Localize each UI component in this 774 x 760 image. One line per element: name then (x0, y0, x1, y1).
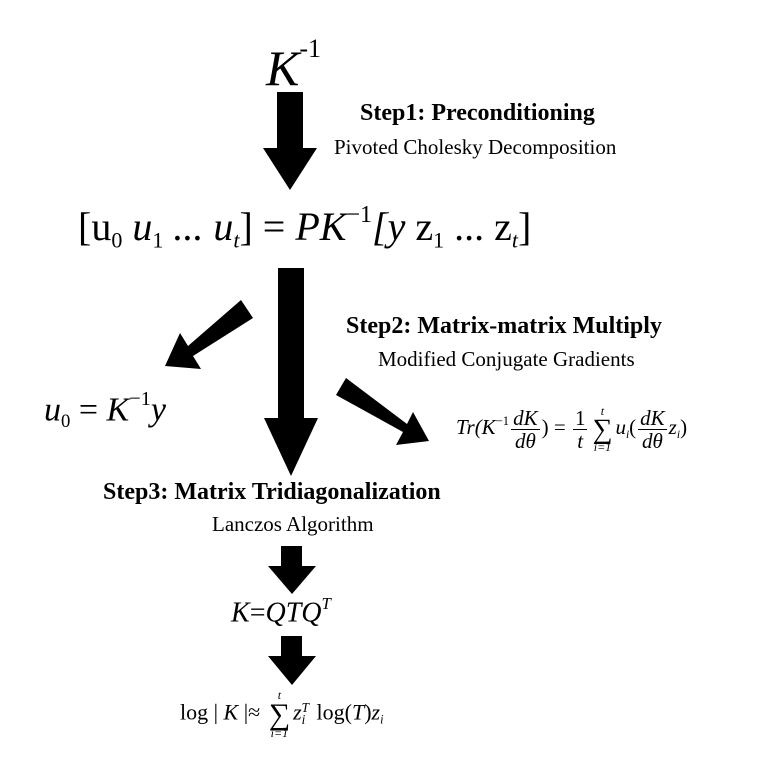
precond-rhs-y: [y (372, 204, 406, 249)
logdet-close-paren: ) (364, 699, 372, 725)
precond-rhs-exp: −1 (346, 202, 373, 228)
trace-sum-top: t (600, 404, 605, 418)
qtq-equation: K=QTQT (231, 594, 331, 630)
trace-close-paren: ) (680, 415, 688, 440)
logdet-sum-top: t (277, 688, 282, 702)
trace-dk2-den: dθ (642, 428, 663, 453)
u0-equals: = (70, 391, 107, 429)
logdet-log: log | (180, 699, 224, 725)
trace-z: z (668, 415, 677, 440)
precond-equation: [u0 u1 ... ut] = PK−1[y z1 ... zt] (78, 202, 531, 254)
logdet-z-sub: i (301, 712, 306, 728)
trace-one: 1 (572, 405, 588, 430)
precond-rhs-z1: z (405, 204, 434, 249)
top-formula-base: K (266, 40, 300, 96)
logdet-sum-bottom: i=1 (270, 725, 289, 740)
trace-u: u (615, 415, 626, 440)
u0-rhs-k: K (106, 391, 130, 429)
precond-lhs-u1-sub: 1 (152, 227, 164, 253)
logdet-k: K (223, 699, 239, 725)
trace-t: t (577, 428, 584, 453)
logdet-t: T (351, 699, 365, 725)
precond-rhs-zt-sub: t (511, 227, 518, 253)
precond-lhs-ut-sub: t (233, 227, 240, 253)
u0-rhs-y: y (150, 391, 167, 429)
trace-open-paren: ( (629, 415, 637, 440)
step3-subtitle: Lanczos Algorithm (212, 512, 374, 536)
logdet-log-t: log( (311, 699, 352, 725)
qtq-lhs: K (231, 597, 250, 629)
precond-lhs-u0-sub: 0 (111, 227, 123, 253)
logdet-z: z (293, 699, 302, 725)
precond-equals: = (252, 204, 296, 249)
step2-subtitle: Modified Conjugate Gradients (378, 347, 635, 371)
precond-lhs-ut: ... u (163, 204, 234, 249)
trace-dk-num: dK (511, 405, 540, 430)
trace-tr-exp: −1 (495, 413, 510, 428)
arrow-step1 (263, 92, 317, 190)
step2-title: Step2: Matrix-matrix Multiply (346, 313, 662, 339)
precond-rhs-z1-sub: 1 (433, 227, 445, 253)
step1-subtitle: Pivoted Cholesky Decomposition (334, 135, 617, 159)
arrow-to-u0 (165, 300, 253, 369)
arrow-to-qtq (268, 546, 316, 594)
logdet-approx: |≈ (238, 699, 266, 725)
precond-rhs-zt: ... z (444, 204, 512, 249)
arrow-to-trace (336, 378, 429, 445)
logdet-z2: z (371, 699, 381, 725)
arrow-to-logdet (268, 636, 316, 685)
trace-u-sub: i (625, 429, 630, 442)
trace-tr: Tr(K (456, 415, 496, 440)
arrow-step3 (264, 268, 318, 476)
trace-dk2-num: dK (638, 405, 667, 430)
precond-lhs-u0: [u (78, 204, 112, 249)
qtq-rhs: QTQ (265, 597, 322, 629)
trace-sum-sigma: ∑ (592, 413, 613, 445)
logdet-z-exp: T (301, 700, 309, 716)
step1-title: Step1: Preconditioning (360, 100, 595, 126)
top-formula-exp: -1 (299, 34, 322, 63)
precond-lhs-close: ] (239, 204, 253, 249)
step3-title: Step3: Matrix Tridiagonalization (103, 479, 441, 505)
logdet-sum-sigma: ∑ (268, 697, 291, 731)
trace-dk-den: dθ (514, 428, 536, 453)
qtq-rhs-exp: T (321, 594, 331, 613)
logdet-z2-sub: i (380, 712, 384, 727)
top-formula: K-1 (266, 34, 321, 97)
u0-equation: u0 = K−1y (44, 388, 166, 433)
u0-rhs-exp: −1 (129, 388, 151, 410)
trace-z-sub: i (676, 429, 681, 442)
trace-close-eq: ) = (541, 415, 571, 440)
logdet-sum: t∑i=1 (268, 688, 291, 740)
u0-lhs: u (44, 391, 61, 429)
precond-rhs-close: ] (518, 204, 532, 249)
u0-lhs-sub: 0 (61, 410, 71, 432)
trace-sum: t∑i=1 (592, 404, 613, 454)
trace-sum-bottom: i=1 (593, 439, 612, 454)
precond-lhs-u1: u (122, 204, 153, 249)
precond-rhs-pk: PK (295, 204, 347, 249)
qtq-equals: = (249, 597, 266, 629)
